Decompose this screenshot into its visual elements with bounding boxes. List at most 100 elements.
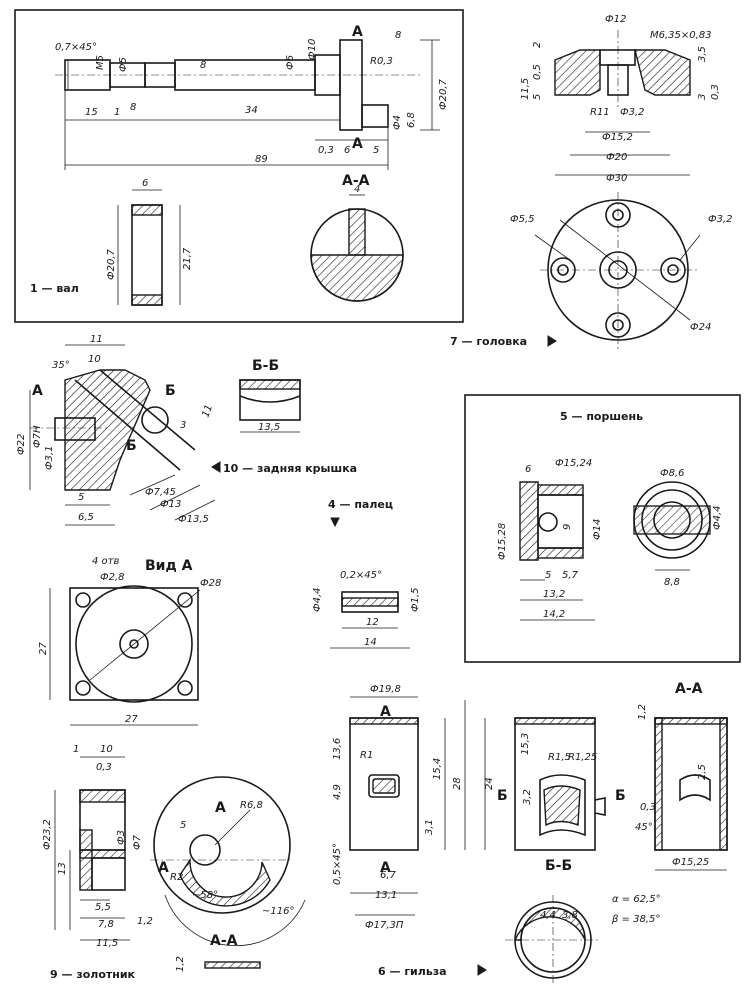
sleeve-v28-label: 28 <box>452 777 463 790</box>
cover-v3-label: 3 <box>180 420 186 431</box>
head-v2-label: 2 <box>532 42 543 48</box>
head-v35-label: 3,5 <box>697 46 708 62</box>
valve-r2-label: R2 <box>170 872 183 883</box>
piston-l142-label: 14,2 <box>543 609 565 620</box>
cover-v11-label: 11 <box>200 403 215 419</box>
head-d55-label: Ф5,5 <box>510 214 535 225</box>
head-d24-label: Ф24 <box>690 322 711 333</box>
cover-angle-label: 35° <box>52 360 70 371</box>
sleeve-v03-label: 0,3 <box>640 802 656 813</box>
head-v03-label: 0,3 <box>710 84 721 100</box>
sleeve-v154-label: 15,4 <box>432 758 443 780</box>
sleeve-beta-label: β = 38,5° <box>611 914 660 925</box>
shaft-panel: 0,7×45° М5 Ф5 Ф6 Ф10 Ф20,7 R0,3 8 8 15 1… <box>14 9 464 323</box>
ring-width-label: 6 <box>142 178 148 189</box>
valve-l1-label: 1 <box>73 744 79 755</box>
head-thread-label: М6,35×0,83 <box>650 30 712 41</box>
plate-view-title: Вид А <box>145 558 193 574</box>
cover-bb-section <box>239 379 301 433</box>
plate-holes-label: 4 отв <box>92 556 119 567</box>
shaft-frame <box>14 9 464 323</box>
part-6-caption: 6 — гильза <box>378 965 447 978</box>
sleeve-aa <box>654 717 728 871</box>
ring-d2-label: 21,7 <box>182 247 193 270</box>
plate-drawing <box>49 585 201 726</box>
valve-l03-label: 0,3 <box>96 762 112 773</box>
plate-d28b-label: Ф28 <box>200 578 221 589</box>
valve-aa-strip <box>204 961 261 969</box>
shaft-d5-label: Ф5 <box>118 57 129 72</box>
cover-panel: 11 10 35° Ф22 Ф7Н Ф3,1 5 6,5 Ф7,45 Ф13 Ф… <box>16 334 357 526</box>
shaft-d207-label: Ф20,7 <box>438 78 449 110</box>
cover-d745-label: Ф7,45 <box>145 487 176 498</box>
sleeve-l38-label: 3,8 <box>562 910 578 921</box>
valve-v12-label: 1,2 <box>175 956 186 972</box>
valve-aa-title: А-А <box>210 933 238 949</box>
pin-l14-label: 14 <box>364 637 377 648</box>
sleeve-r1-label: R1 <box>360 750 373 761</box>
sleeve-aa-title: А-А <box>675 681 703 697</box>
shaft-section-a-bottom: А <box>352 136 363 152</box>
shaft-l1-label: 1 <box>114 107 120 118</box>
head-d12-label: Ф12 <box>605 14 626 25</box>
pin-panel: 4 — палец 0,2×45° Ф4,4 Ф1,5 12 14 <box>312 498 421 649</box>
valve-l115-label: 11,5 <box>96 938 118 949</box>
sleeve-chamfer-label: 0,5×45° <box>332 843 343 885</box>
sleeve-side <box>514 717 606 851</box>
plate-h27-label: 27 <box>38 642 49 655</box>
shaft-rough-8b-label: 8 <box>200 60 206 71</box>
head-d30-label: Ф30 <box>606 173 627 184</box>
cover-section-b-top: Б <box>165 383 176 399</box>
piston-panel: 5 — поршень 6 Ф15,24 Ф15,28 Ф14 9 5 5,7 … <box>464 394 741 663</box>
piston-d44-label: Ф4,4 <box>712 505 723 530</box>
part-7-caption: 7 — головка <box>450 335 527 348</box>
valve-plan <box>150 776 306 947</box>
shaft-rough-8-label: 8 <box>395 30 401 41</box>
cover-w11-label: 11 <box>90 334 103 345</box>
ring-d-label: Ф20,7 <box>106 248 117 280</box>
valve-panel: 1 10 0,3 Ф23,2 13 Ф7 Ф3 5,5 7,8 1,2 11,5… <box>42 744 306 981</box>
shaft-l03-label: 0,3 <box>318 145 334 156</box>
sleeve-section-b-left: Б <box>497 788 508 804</box>
piston-v9-label: 9 <box>562 524 573 530</box>
plate-panel: Вид А 4 отв Ф2,8 Ф28 27 27 <box>38 556 221 726</box>
sleeve-a45-label: 45° <box>635 822 653 833</box>
piston-d86-label: Ф8,6 <box>660 468 685 479</box>
valve-d3-label: Ф3 <box>116 830 127 845</box>
pin-l12-label: 12 <box>366 617 379 628</box>
valve-r68-label: R6,8 <box>240 800 263 811</box>
valve-a116-label: ~116° <box>262 906 294 917</box>
sleeve-d1525-label: Ф15,25 <box>672 857 709 868</box>
shaft-l6-label: 6 <box>344 145 350 156</box>
cover-l5-label: 5 <box>78 492 84 503</box>
sleeve-panel: Ф19,8 13,6 R1 4,9 0,5×45° 15,4 28 24 3,1… <box>332 681 728 985</box>
part-7-arrow <box>547 335 557 347</box>
shaft-d10-label: Ф10 <box>307 39 318 60</box>
shaft-h68-label: 6,8 <box>406 112 417 128</box>
head-r11-label: R11 <box>590 107 610 118</box>
part-4-arrow <box>330 517 340 528</box>
cover-bb-width: 13,5 <box>258 422 280 433</box>
cover-d135-label: Ф13,5 <box>178 514 209 525</box>
sleeve-d198-label: Ф19,8 <box>370 684 401 695</box>
cover-d22-label: Ф22 <box>16 434 27 455</box>
sleeve-l67-label: 6,7 <box>380 870 397 881</box>
shaft-l15-label: 15 <box>85 107 98 118</box>
cover-section-b-bottom: Б <box>126 438 137 454</box>
head-panel: Ф12 М6,35×0,83 2 11,5 0,5 5 3,5 3 0,3 R1… <box>450 14 733 350</box>
cover-section-a: А <box>32 383 43 399</box>
shaft-drawing <box>55 39 440 170</box>
valve-section-a-left: А <box>158 860 169 876</box>
shaft-r03-label: R0,3 <box>370 56 393 67</box>
shaft-l8-label: 8 <box>130 102 136 113</box>
sleeve-l44-label: 4,4 <box>540 910 556 921</box>
sleeve-r15-label: R1,5 <box>548 752 571 763</box>
valve-d232-label: Ф23,2 <box>42 819 53 850</box>
plate-w27-label: 27 <box>125 714 138 725</box>
sleeve-v136-label: 13,6 <box>332 738 343 760</box>
shaft-aa-title: А-А <box>342 173 370 189</box>
part-10-arrow <box>211 461 221 473</box>
sleeve-alpha-label: α = 62,5° <box>612 894 661 905</box>
valve-v5-label: 5 <box>180 820 186 831</box>
